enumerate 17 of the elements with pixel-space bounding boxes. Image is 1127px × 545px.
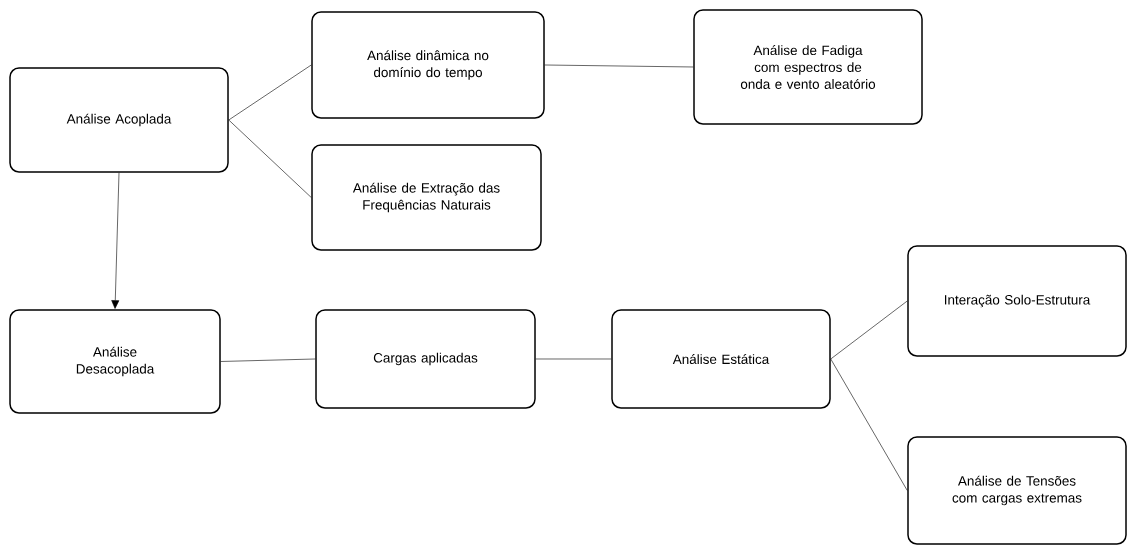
process-box: Análise de Tensões com cargas extremas (907, 436, 1127, 545)
process-box: Análise Desacoplada (9, 309, 221, 414)
connector-line (535, 358, 612, 360)
connector-line (111, 172, 120, 309)
connector-line (228, 64, 312, 121)
connector-line (228, 119, 312, 198)
process-box: Cargas aplicadas (315, 309, 536, 409)
process-box: Análise de Fadiga com espectros de onda e vento aleatório (693, 9, 923, 125)
process-box: Análise Acoplada (9, 67, 229, 173)
connector-line (830, 358, 908, 491)
process-box: Análise Estática (611, 309, 831, 409)
process-box: Análise de Extração das Frequências Naturais (311, 144, 542, 251)
process-box: Análise dinâmica no domínio do tempo (311, 11, 545, 119)
process-box: Interação Solo-Estrutura (907, 245, 1127, 357)
connector-line (830, 300, 908, 360)
connector-line (544, 64, 694, 68)
connector-line (220, 358, 316, 362)
